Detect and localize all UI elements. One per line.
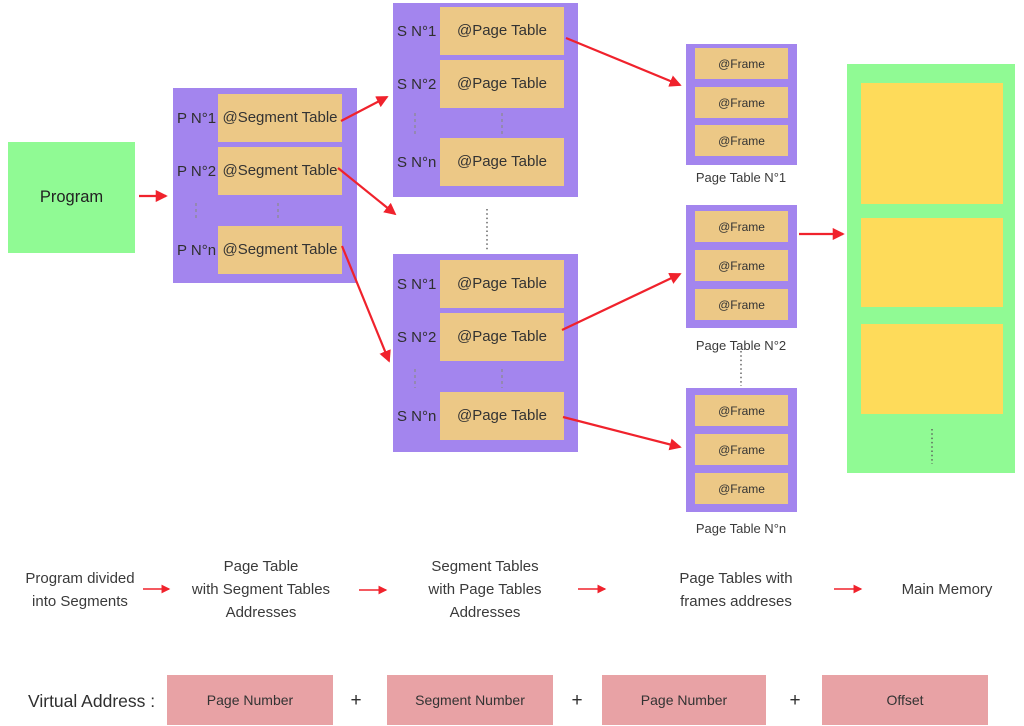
- process-table: P N°1 @Segment Table P N°2 @Segment Tabl…: [173, 88, 357, 283]
- virtual-address-part-segment-number: Segment Number: [387, 675, 553, 725]
- segment-table-top: S N°1 @Page Table S N°2 @Page Table S N°…: [393, 3, 578, 197]
- page-table-n: @Frame @Frame @Frame: [686, 388, 797, 512]
- arrow-pagetableaddr-to-page-table-1: [565, 36, 682, 87]
- program-box: Program: [8, 142, 135, 253]
- segment-row-label: S N°1: [397, 22, 437, 40]
- page-table-1: @Frame @Frame @Frame: [686, 44, 797, 165]
- page-table-address-cell: @Page Table: [440, 60, 564, 108]
- program-label: Program: [39, 188, 104, 206]
- page-table-n-caption: Page Table N°n: [695, 521, 787, 536]
- frame-address-cell: @Frame: [695, 289, 788, 320]
- memory-frame: [861, 324, 1003, 414]
- frame-address-cell: @Frame: [695, 48, 788, 79]
- segment-row-label: S N°n: [397, 153, 437, 171]
- page-table-address-cell: @Page Table: [440, 313, 564, 361]
- flow-step-2: Page Table with Segment Tables Addresses: [191, 558, 331, 621]
- flow-step-5: Main Memory: [901, 581, 993, 598]
- frame-address-cell: @Frame: [695, 473, 788, 504]
- frame-address-cell: @Frame: [695, 211, 788, 242]
- page-table-1-caption: Page Table N°1: [695, 170, 787, 185]
- page-table-address-cell: @Page Table: [440, 392, 564, 440]
- process-row-label: P N°1: [177, 109, 217, 127]
- arrow-pagetableaddr-to-page-table-n: [562, 415, 682, 451]
- memory-frame: [861, 83, 1003, 204]
- process-row-label: P N°n: [177, 241, 217, 259]
- plus-sign: +: [789, 690, 801, 711]
- arrow-pagetableaddr-to-page-table-2: [561, 272, 682, 331]
- virtual-address-part-page-number-2: Page Number: [602, 675, 766, 725]
- segment-table-address-cell: @Segment Table: [218, 147, 342, 195]
- segment-table-address-cell: @Segment Table: [218, 94, 342, 142]
- plus-sign: +: [350, 690, 362, 711]
- virtual-address-part-offset: Offset: [822, 675, 988, 725]
- virtual-address-label: Virtual Address :: [28, 691, 156, 711]
- memory-frame: [861, 218, 1003, 307]
- page-table-address-cell: @Page Table: [440, 138, 564, 186]
- frame-address-cell: @Frame: [695, 87, 788, 118]
- main-memory-box: [847, 64, 1015, 473]
- frame-address-cell: @Frame: [695, 250, 788, 281]
- page-table-address-cell: @Page Table: [440, 260, 564, 308]
- frame-address-cell: @Frame: [695, 434, 788, 465]
- process-row-label: P N°2: [177, 162, 217, 180]
- virtual-address-part-page-number-1: Page Number: [167, 675, 333, 725]
- segment-table-address-cell: @Segment Table: [218, 226, 342, 274]
- flow-step-3: Segment Tables with Page Tables Addresse…: [428, 558, 542, 621]
- page-table-address-cell: @Page Table: [440, 7, 564, 55]
- frame-address-cell: @Frame: [695, 125, 788, 156]
- page-table-2: @Frame @Frame @Frame: [686, 205, 797, 328]
- segment-row-label: S N°1: [397, 275, 437, 293]
- segment-row-label: S N°2: [397, 328, 437, 346]
- segment-table-bottom: S N°1 @Page Table S N°2 @Page Table S N°…: [393, 254, 578, 452]
- plus-sign: +: [571, 690, 583, 711]
- flow-step-1: Program divided into Segments: [25, 570, 135, 610]
- segment-row-label: S N°n: [397, 407, 437, 425]
- page-table-2-caption: Page Table N°2: [695, 338, 787, 353]
- frame-address-cell: @Frame: [695, 395, 788, 426]
- flow-step-4: Page Tables with frames addreses: [679, 570, 793, 610]
- segment-row-label: S N°2: [397, 75, 437, 93]
